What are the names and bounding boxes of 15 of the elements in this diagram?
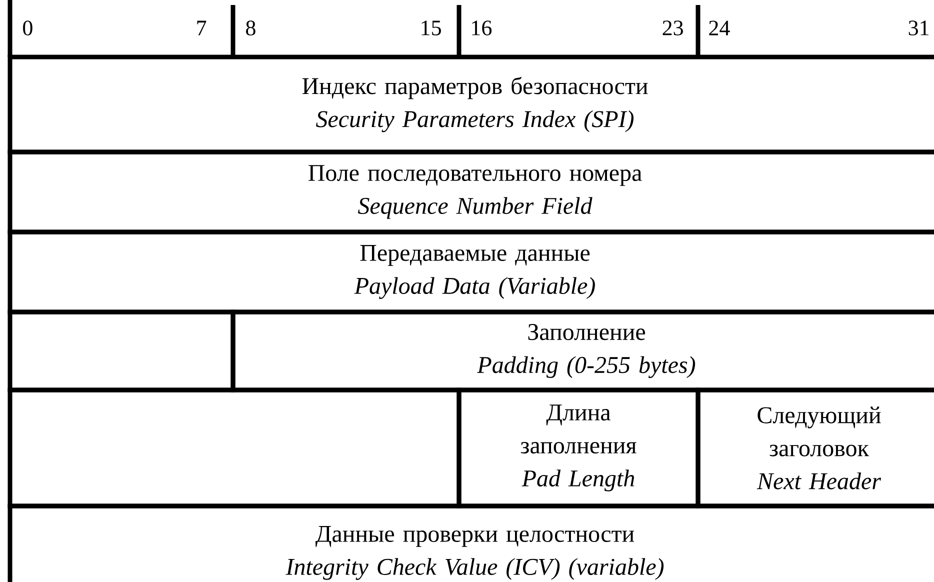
bit-number: 16: [472, 20, 492, 36]
field-cell: Следующий заголовок Next Header: [696, 388, 934, 508]
bit-number: 7: [197, 20, 206, 36]
field-cell: Длина заполнения Pad Length: [456, 388, 700, 508]
field-cell: Индекс параметров безопасности Security Parameters Index (SPI): [8, 54, 934, 154]
bit-number: 0: [23, 20, 32, 36]
bit-number: 8: [246, 20, 256, 36]
field-cell: Данные проверки целостности Integrity Check Value (ICV) (variable): [8, 504, 934, 582]
field-cell: Поле последовательного номера Sequence Number Field: [8, 150, 934, 234]
bit-number: 15: [422, 20, 441, 36]
bit-number: 24: [709, 20, 730, 36]
field-cell: Передаваемые данные Payload Data (Variable): [8, 230, 934, 314]
bit-number: 23: [662, 20, 683, 36]
bit-number: 31: [908, 20, 928, 36]
field-cell: Заполнение Padding (0-255 bytes): [230, 310, 934, 392]
